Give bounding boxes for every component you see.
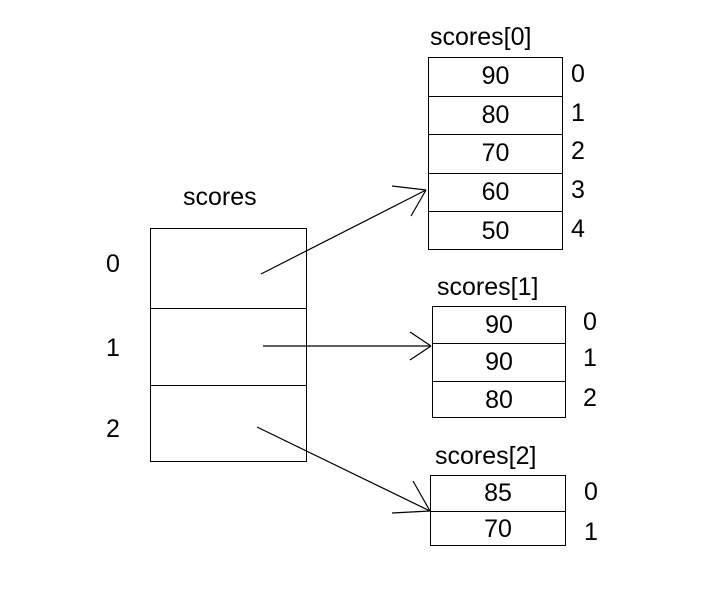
inner-array-0-index-2: 2: [571, 137, 585, 165]
inner-array-0-cell-1: 80: [429, 97, 562, 136]
outer-array-cell-1: [151, 309, 306, 386]
inner-array-0-index-0: 0: [571, 60, 585, 88]
outer-index-2: 2: [106, 415, 120, 443]
outer-array-cell-0: [151, 229, 306, 309]
inner-array-2-label: scores[2]: [435, 442, 537, 470]
inner-array-1-box: 90 90 80: [432, 306, 566, 418]
inner-array-2-index-1: 1: [584, 518, 598, 546]
inner-array-2-cell-1: 70: [484, 514, 512, 543]
inner-array-0-box: 90 80 70 60 50: [428, 57, 563, 250]
inner-array-1-cell-0: 90: [433, 307, 565, 345]
inner-array-1-cell-1: 90: [433, 344, 565, 382]
inner-array-0-index-1: 1: [571, 99, 585, 127]
inner-array-0-cell-4: 50: [481, 217, 510, 246]
inner-array-0-cell-0: 90: [429, 58, 562, 97]
inner-array-1-index-1: 1: [583, 344, 597, 372]
inner-array-2-cell-0: 85: [431, 476, 565, 512]
inner-array-0-cell-2: 70: [429, 135, 562, 174]
outer-array-label: scores: [183, 183, 257, 211]
inner-array-0-index-3: 3: [571, 176, 585, 204]
inner-array-2-box: 85 70: [430, 475, 566, 546]
inner-array-1-cell-2: 80: [485, 385, 513, 414]
outer-array-box: [150, 228, 307, 462]
inner-array-0-cell-3: 60: [429, 174, 562, 213]
inner-array-1-index-2: 2: [583, 384, 597, 412]
outer-array-cell-2: [151, 386, 306, 461]
inner-array-2-index-0: 0: [584, 478, 598, 506]
inner-array-0-label: scores[0]: [430, 23, 532, 51]
inner-array-0-index-4: 4: [571, 215, 585, 243]
inner-array-1-label: scores[1]: [437, 273, 539, 301]
inner-array-1-index-0: 0: [583, 308, 597, 336]
outer-index-0: 0: [106, 250, 120, 278]
outer-index-1: 1: [106, 334, 120, 362]
